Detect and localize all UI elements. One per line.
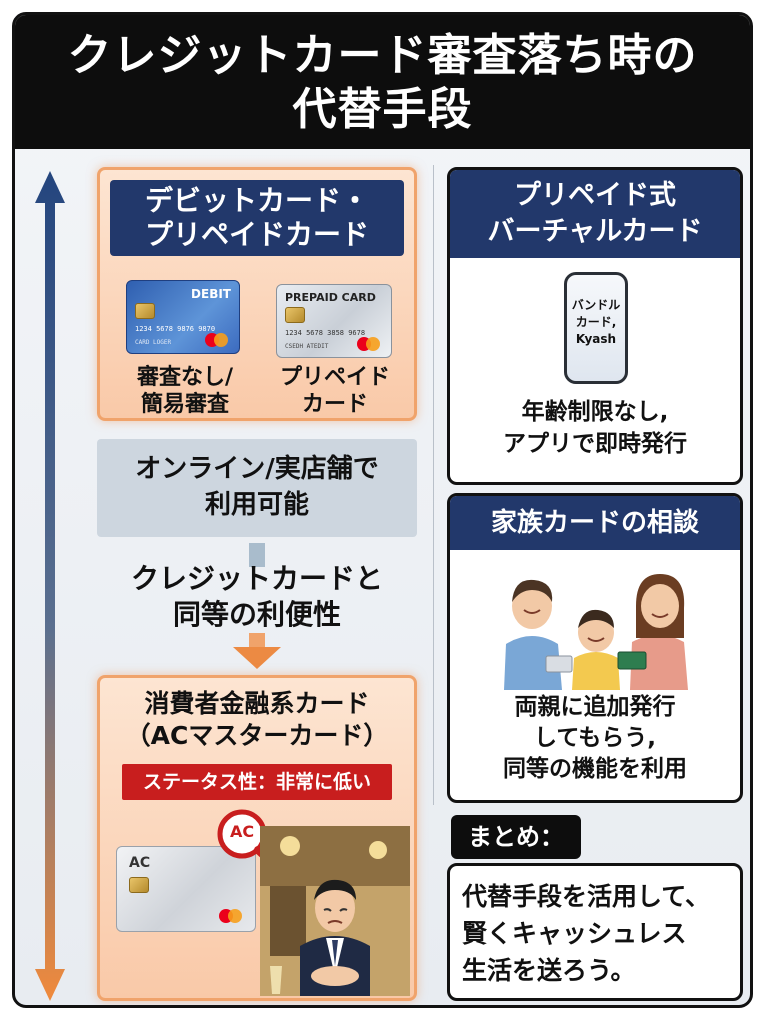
prepaid-caption-line-2: カード [301,392,368,417]
virtual-caption-line-2: アプリで即時発行 [503,431,687,457]
debit-caption: 審査なし/ 簡易審査 [118,364,252,418]
usage-line-2: 利用可能 [204,490,309,520]
prepaid-card-number: 1234 5678 3858 9678 [285,329,366,337]
summary-box: 代替手段を活用して、 賢くキャッシュレス 生活を送ろう。 [447,863,743,1001]
virtual-card-title-line-2: バーチャルカード [487,216,703,247]
summary-line-2: 賢くキャッシュレス [462,919,687,948]
column-divider [433,165,434,805]
phone-line-2: カード, [575,315,617,329]
title-line-1: クレジットカード審査落ち時の [67,30,698,81]
phone-line-1: バンドル [571,298,621,312]
summary-text: 代替手段を活用して、 賢くキャッシュレス 生活を送ろう。 [462,878,732,989]
prepaid-card-image: PREPAID CARD 1234 5678 3858 9678 CSEDH A… [276,284,392,358]
family-card-caption: 両親に追加発行 してもらう, 同等の機能を利用 [450,692,740,785]
worried-man-illustration [260,826,410,996]
consumer-finance-title: 消費者金融系カード （ACマスターカード） [100,688,414,752]
summary-line-3: 生活を送ろう。 [462,956,636,985]
chip-icon [135,303,155,319]
ac-card-brand: AC [129,855,151,871]
mastercard-logo-icon [357,337,383,351]
mastercard-logo-icon [219,909,245,923]
virtual-caption-line-1: 年齢制限なし, [521,399,669,425]
summary-label: まとめ： [451,815,581,859]
debit-card-image: DEBIT 1234 5678 9876 9870 CARD LOGER [126,280,240,354]
debit-prepaid-box: デビットカード・ プリペイドカード DEBIT 1234 5678 9876 9… [97,167,417,421]
chip-icon [285,307,305,323]
down-arrow-icon [233,633,281,669]
virtual-card-title: プリペイド式 バーチャルカード [450,170,740,258]
convenience-line-1: クレジットカードと [130,562,383,595]
family-caption-line-1: 両親に追加発行 [514,694,676,720]
consumer-finance-box: 消費者金融系カード （ACマスターカード） ステータス性：非常に低い AC AC [97,675,417,1001]
title-line-2: 代替手段 [292,84,473,135]
debit-prepaid-title: デビットカード・ プリペイドカード [110,180,404,256]
family-caption-line-3: 同等の機能を利用 [503,756,687,782]
family-card-title: 家族カードの相談 [450,496,740,550]
smartphone-icon: バンドル カード, Kyash [564,272,628,384]
ac-card-image: AC [116,846,256,932]
debit-card-holder: CARD LOGER [135,339,172,346]
convenience-text: クレジットカードと 同等の利便性 [97,561,417,633]
virtual-card-title-line-1: プリペイド式 [514,180,676,211]
debit-caption-line-1: 審査なし/ [136,365,234,390]
prepaid-card-brand: PREPAID CARD [285,291,376,304]
virtual-card-caption: 年齢制限なし, アプリで即時発行 [450,396,740,460]
family-card-box: 家族カードの相談 両親に追加発行 してもらう, 同等の機能を利用 [447,493,743,803]
usage-box: オンライン/実店舗で 利用可能 [97,439,417,537]
convenience-line-2: 同等の利便性 [172,598,341,631]
virtual-card-box: プリペイド式 バーチャルカード バンドル カード, Kyash 年齢制限なし, … [447,167,743,485]
debit-card-brand: DEBIT [191,287,231,301]
debit-card-number: 1234 5678 9876 9870 [135,325,216,333]
phone-line-3: Kyash [575,332,617,346]
summary-line-1: 代替手段を活用して、 [462,882,711,911]
prepaid-card-holder: CSEDH ATEDIT [285,343,329,350]
consumer-finance-title-line-2: （ACマスターカード） [125,721,389,750]
chip-icon [129,877,149,893]
page-title: クレジットカード審査落ち時の 代替手段 [15,15,750,149]
debit-prepaid-title-line-2: プリペイドカード [144,218,369,251]
consumer-finance-title-line-1: 消費者金融系カード [144,689,370,718]
family-illustration [504,574,688,690]
mastercard-logo-icon [205,333,231,347]
prepaid-caption: プリペイド カード [268,364,402,418]
debit-prepaid-title-line-1: デビットカード・ [144,184,369,217]
down-arrow-icon [249,543,265,567]
prepaid-caption-line-1: プリペイド [279,365,390,390]
vertical-double-arrow [35,171,65,1001]
usage-line-1: オンライン/実店舗で [135,454,379,484]
status-badge: ステータス性：非常に低い [122,764,392,800]
family-caption-line-2: してもらう, [534,725,656,751]
phone-screen-text: バンドル カード, Kyash [567,297,625,348]
infographic-frame: クレジットカード審査落ち時の 代替手段 デビットカード・ プリペイドカード DE… [12,12,753,1008]
magnifier-text: AC [229,822,255,841]
debit-caption-line-2: 簡易審査 [140,392,229,417]
